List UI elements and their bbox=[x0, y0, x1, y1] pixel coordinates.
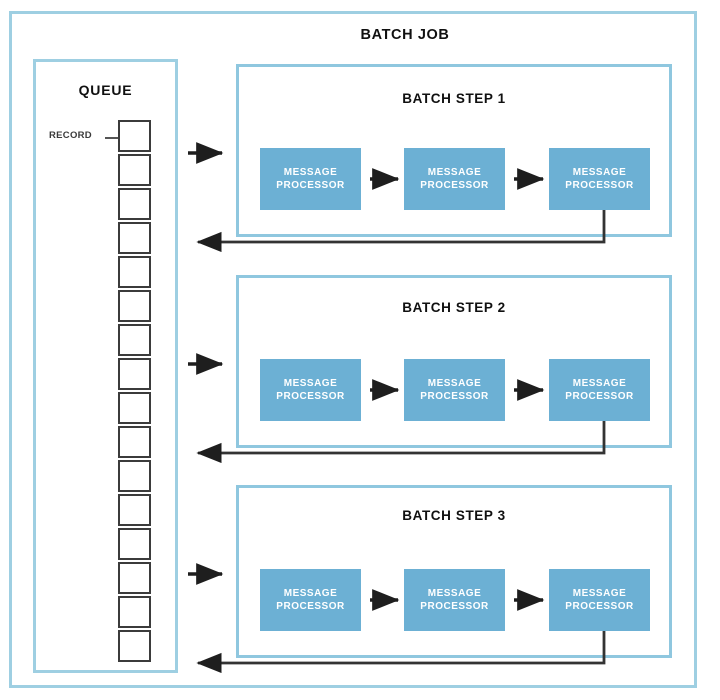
batch-step-1-message-processor-2[interactable]: MESSAGE PROCESSOR bbox=[404, 148, 505, 210]
mp-label-line1: MESSAGE bbox=[283, 377, 338, 389]
mp-label-line1: MESSAGE bbox=[572, 587, 627, 599]
batch-step-2-message-processor-3[interactable]: MESSAGE PROCESSOR bbox=[549, 359, 650, 421]
queue-record-box bbox=[118, 120, 151, 152]
queue-record-box bbox=[118, 222, 151, 254]
mp-label-line1: MESSAGE bbox=[572, 166, 627, 178]
queue-record-box bbox=[118, 426, 151, 458]
mp-label-line2: PROCESSOR bbox=[565, 391, 634, 402]
mp-label-line1: MESSAGE bbox=[283, 587, 338, 599]
queue-record-box bbox=[118, 358, 151, 390]
mp-label-line2: PROCESSOR bbox=[276, 601, 345, 612]
batch-step-1-message-processor-3[interactable]: MESSAGE PROCESSOR bbox=[549, 148, 650, 210]
batch-job-frame bbox=[9, 11, 697, 688]
mp-label-line2: PROCESSOR bbox=[276, 391, 345, 402]
queue-record-box bbox=[118, 188, 151, 220]
mp-label-line1: MESSAGE bbox=[427, 587, 482, 599]
page-title: BATCH JOB bbox=[0, 27, 720, 43]
batch-step-2-title: BATCH STEP 2 bbox=[402, 300, 506, 315]
queue-record-box bbox=[118, 494, 151, 526]
mp-label-line2: PROCESSOR bbox=[565, 180, 634, 191]
queue-panel bbox=[33, 59, 178, 673]
queue-record-box bbox=[118, 324, 151, 356]
mp-label-line1: MESSAGE bbox=[283, 166, 338, 178]
batch-step-3-message-processor-1[interactable]: MESSAGE PROCESSOR bbox=[260, 569, 361, 631]
batch-step-1-message-processor-1[interactable]: MESSAGE PROCESSOR bbox=[260, 148, 361, 210]
batch-step-1-title: BATCH STEP 1 bbox=[402, 91, 506, 106]
record-connector-line bbox=[105, 137, 118, 139]
queue-record-box bbox=[118, 392, 151, 424]
mp-label-line2: PROCESSOR bbox=[565, 601, 634, 612]
batch-step-3-message-processor-2[interactable]: MESSAGE PROCESSOR bbox=[404, 569, 505, 631]
batch-step-3-message-processor-3[interactable]: MESSAGE PROCESSOR bbox=[549, 569, 650, 631]
batch-step-2-message-processor-2[interactable]: MESSAGE PROCESSOR bbox=[404, 359, 505, 421]
mp-label-line1: MESSAGE bbox=[427, 377, 482, 389]
queue-record-box bbox=[118, 460, 151, 492]
queue-record-box bbox=[118, 290, 151, 322]
queue-title: QUEUE bbox=[78, 82, 133, 98]
mp-label-line2: PROCESSOR bbox=[420, 391, 489, 402]
queue-record-box bbox=[118, 528, 151, 560]
mp-label-line2: PROCESSOR bbox=[420, 180, 489, 191]
queue-record-box bbox=[118, 256, 151, 288]
batch-step-3-title: BATCH STEP 3 bbox=[402, 508, 506, 523]
mp-label-line1: MESSAGE bbox=[427, 166, 482, 178]
mp-label-line1: MESSAGE bbox=[572, 377, 627, 389]
mp-label-line2: PROCESSOR bbox=[276, 180, 345, 191]
queue-record-box bbox=[118, 630, 151, 662]
queue-record-box bbox=[118, 596, 151, 628]
batch-job-title-text: BATCH JOB bbox=[360, 27, 450, 43]
record-label: RECORD bbox=[49, 130, 92, 141]
mp-label-line2: PROCESSOR bbox=[420, 601, 489, 612]
batch-step-2-message-processor-1[interactable]: MESSAGE PROCESSOR bbox=[260, 359, 361, 421]
queue-record-box bbox=[118, 562, 151, 594]
record-stack bbox=[118, 120, 154, 662]
queue-record-box bbox=[118, 154, 151, 186]
